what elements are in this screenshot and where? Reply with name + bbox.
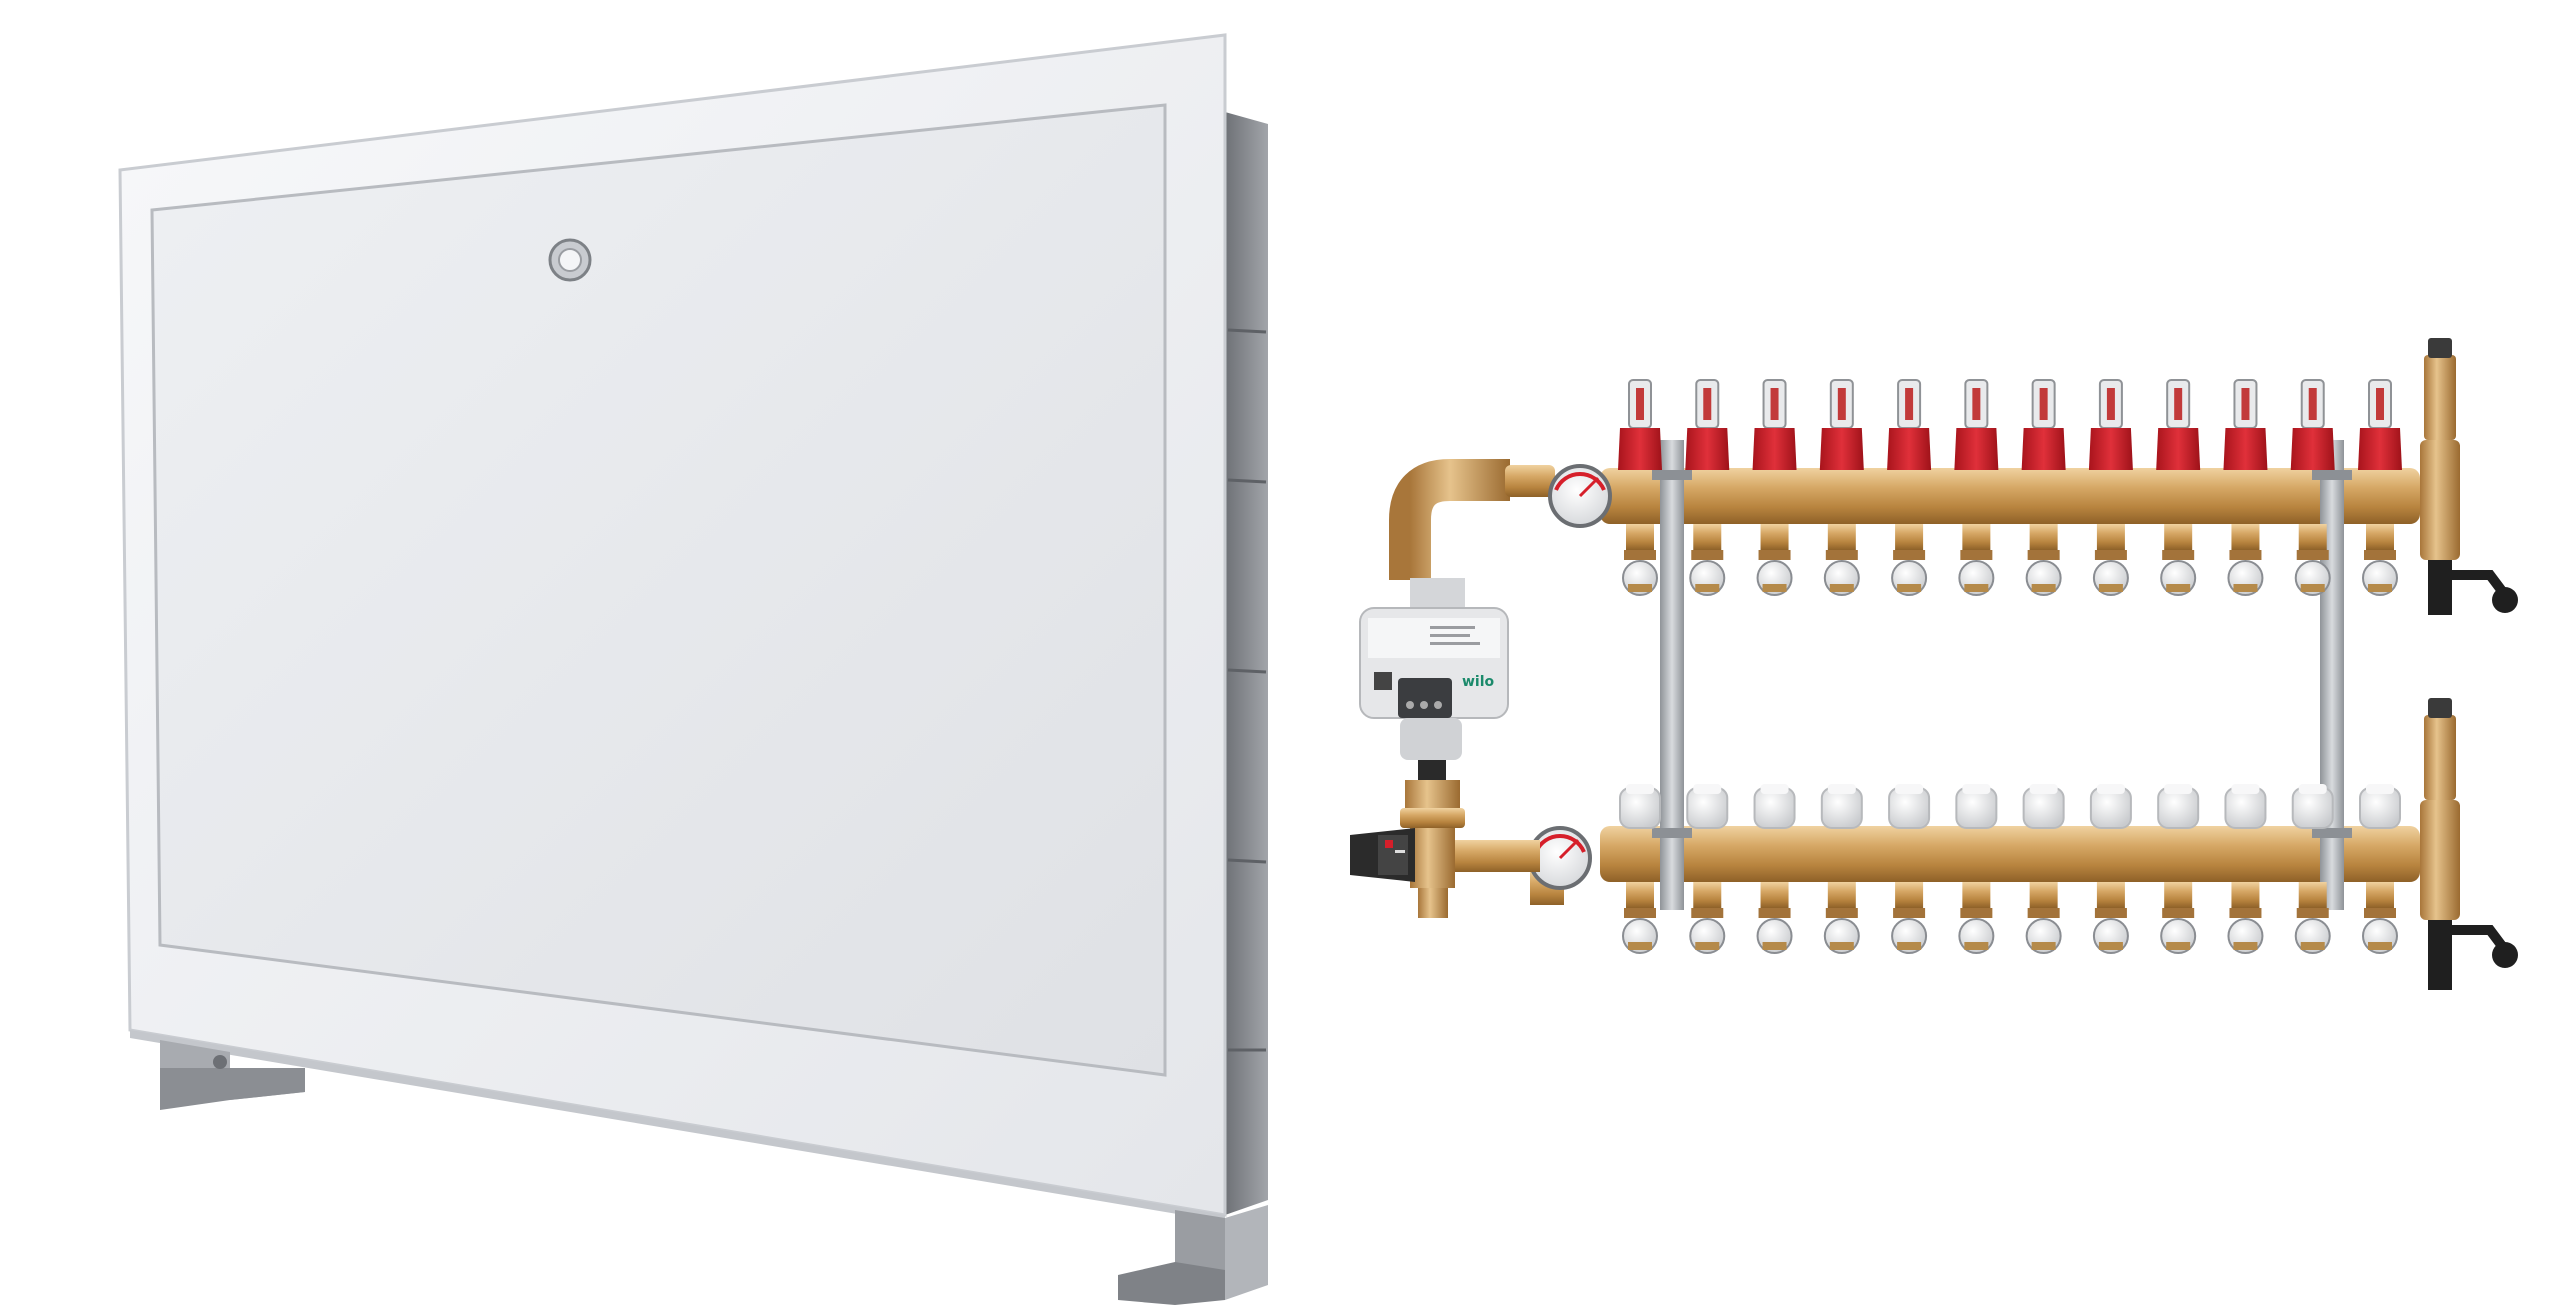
return-outlet bbox=[2025, 882, 2062, 954]
flow-meter bbox=[1887, 379, 1932, 470]
supply-outlet bbox=[1756, 524, 1793, 596]
flow-meter bbox=[1752, 379, 1797, 470]
supply-temperature-gauge-icon bbox=[1548, 464, 1612, 528]
return-outlet bbox=[1622, 882, 1658, 954]
supply-outlet bbox=[1689, 524, 1726, 596]
return-outlet bbox=[1958, 882, 1995, 954]
return-outlet bbox=[1756, 882, 1793, 954]
supply-outlet bbox=[2092, 524, 2129, 596]
pump-brand-logo: wilo bbox=[1462, 674, 1495, 690]
flow-meter bbox=[2290, 379, 2335, 470]
flow-meter bbox=[2088, 379, 2133, 470]
return-valve-cap bbox=[1753, 784, 1796, 829]
return-outlets bbox=[1622, 882, 2398, 954]
flow-meter bbox=[2358, 379, 2402, 470]
return-valve-cap bbox=[1686, 784, 1729, 829]
cabinet-frame-bottom-lip bbox=[130, 1030, 1225, 1222]
return-outlet bbox=[2160, 882, 2197, 954]
return-outlet bbox=[1823, 882, 1860, 954]
supply-elbow-pipe bbox=[1389, 459, 1555, 580]
return-outlet bbox=[2092, 882, 2129, 954]
return-valve-cap bbox=[2157, 784, 2200, 829]
flow-meter bbox=[1819, 379, 1864, 470]
supply-outlet bbox=[1622, 524, 1658, 596]
mounting-bracket-left bbox=[1652, 440, 1692, 910]
supply-outlet bbox=[1891, 524, 1928, 596]
return-valve-cap bbox=[2089, 784, 2132, 829]
return-valve-cap bbox=[1619, 784, 1661, 829]
pump-control-panel bbox=[1398, 678, 1452, 718]
return-outlet bbox=[1891, 882, 1928, 954]
supply-end-fitting bbox=[2420, 338, 2518, 615]
flow-meter bbox=[2223, 379, 2268, 470]
return-valve-cap bbox=[1820, 784, 1863, 829]
cabinet bbox=[118, 33, 1268, 1305]
supply-outlet bbox=[2160, 524, 2197, 596]
door-lock-icon bbox=[548, 238, 592, 282]
supply-outlet bbox=[2362, 524, 2398, 596]
return-valve-cap bbox=[1888, 784, 1931, 829]
supply-outlet bbox=[1958, 524, 1995, 596]
circulation-pump: wilo bbox=[1359, 578, 1509, 780]
supply-outlet bbox=[2294, 524, 2331, 596]
mixing-valve bbox=[1350, 780, 1540, 918]
mounting-bracket-right bbox=[2312, 440, 2352, 910]
cabinet-left-foot bbox=[160, 1040, 305, 1110]
return-valve-cap bbox=[2224, 784, 2267, 829]
return-outlet bbox=[2362, 882, 2398, 954]
flow-meter bbox=[1618, 379, 1662, 470]
return-valve-cap bbox=[1955, 784, 1998, 829]
return-manifold-bar bbox=[1600, 826, 2420, 882]
return-outlet bbox=[1689, 882, 1726, 954]
cabinet-door bbox=[150, 103, 1167, 1077]
supply-outlet bbox=[2025, 524, 2062, 596]
cabinet-side-panel bbox=[1225, 112, 1268, 1215]
manifold-assembly: wilo bbox=[1350, 338, 2518, 990]
return-valve-caps bbox=[1619, 784, 2401, 829]
return-outlet bbox=[2294, 882, 2331, 954]
flow-meter bbox=[2021, 379, 2066, 470]
flow-meter bbox=[1685, 379, 1730, 470]
pump-qr-code bbox=[1374, 672, 1392, 690]
cabinet-side-slots bbox=[1227, 328, 1267, 1052]
supply-outlet bbox=[2227, 524, 2264, 596]
return-valve-cap bbox=[2022, 784, 2065, 829]
flow-meter bbox=[1954, 379, 1999, 470]
return-end-fitting bbox=[2420, 698, 2518, 990]
pump-label-lines bbox=[1430, 626, 1480, 645]
valve-actuator bbox=[1350, 828, 1415, 882]
return-valve-cap bbox=[2359, 784, 2401, 829]
return-outlet bbox=[2227, 882, 2264, 954]
supply-manifold-bar bbox=[1600, 468, 2420, 524]
return-valve-cap bbox=[2291, 784, 2334, 829]
supply-outlets bbox=[1622, 524, 2398, 596]
flow-meters bbox=[1618, 379, 2402, 470]
cabinet-right-foot bbox=[1118, 1205, 1268, 1305]
flow-meter bbox=[2156, 379, 2201, 470]
supply-outlet bbox=[1823, 524, 1860, 596]
